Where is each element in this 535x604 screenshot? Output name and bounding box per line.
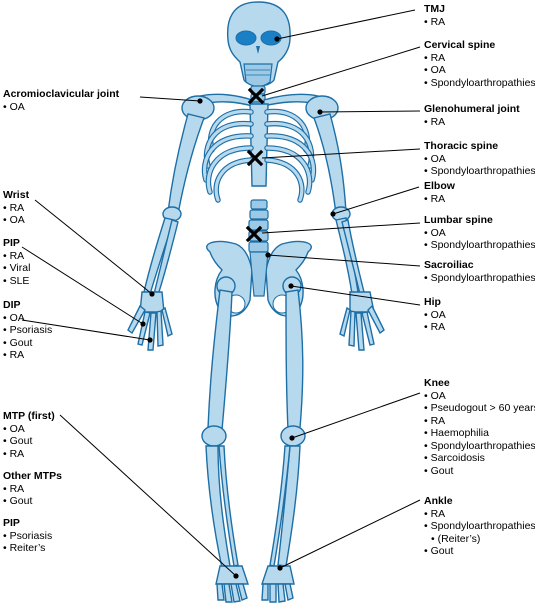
list-item: Spondyloarthropathies	[424, 77, 535, 90]
label-pip-foot: PIP Psoriasis Reiter’s	[3, 517, 52, 555]
list-item: Spondyloarthropathies	[424, 440, 535, 453]
list-item: RA	[3, 202, 29, 215]
list-item: Gout	[424, 465, 535, 478]
list-item: Spondyloarthropathies	[424, 165, 535, 178]
list-item: Psoriasis	[3, 324, 53, 337]
list-item: OA	[424, 153, 535, 166]
list-item: Sarcoidosis	[424, 452, 535, 465]
skull	[226, 1, 291, 88]
label-dip: DIP OA Psoriasis Gout RA	[3, 299, 52, 362]
list-item: Pseudogout > 60 years	[424, 402, 535, 415]
arms	[143, 113, 365, 296]
list-item: RA	[3, 250, 30, 263]
label-knee: Knee OA Pseudogout > 60 years RA Haemoph…	[424, 377, 535, 477]
label-sacroiliac: Sacroiliac Spondyloarthropathies	[424, 259, 535, 284]
list-item: OA	[3, 101, 119, 114]
list-item: Viral	[3, 262, 31, 275]
list-item: OA	[424, 227, 535, 240]
list-item: Spondyloarthropathies	[424, 520, 535, 533]
right-foot	[261, 565, 295, 603]
list-item: (Reiter’s)	[424, 533, 535, 546]
label-cervical-spine: Cervical spine RA OA Spondyloarthropathi…	[424, 39, 535, 89]
list-item: Spondyloarthropathies	[424, 272, 535, 285]
list-item: RA	[424, 508, 535, 521]
list-item: SLE	[3, 275, 30, 288]
list-item: Gout	[424, 545, 535, 558]
list-item: Spondyloarthropathies	[424, 239, 535, 252]
list-item: OA	[424, 64, 535, 77]
label-acromioclavicular-joint: Acromioclavicular joint OA	[3, 88, 119, 113]
list-item: RA	[424, 321, 446, 334]
right-hand	[339, 291, 385, 351]
label-pip-hand: PIP RA Viral SLE	[3, 237, 30, 287]
list-item: OA	[424, 390, 535, 403]
label-mtp-first: MTP (first) OA Gout RA	[3, 410, 55, 460]
lumbar-x-marker	[245, 225, 263, 243]
label-hip: Hip OA RA	[424, 296, 446, 334]
list-item: OA	[424, 309, 446, 322]
list-item: OA	[3, 214, 29, 227]
label-other-mtps: Other MTPs RA Gout	[3, 470, 62, 508]
thoracic-x-marker	[246, 149, 264, 167]
list-item: Psoriasis	[3, 530, 53, 543]
label-glenohumeral-joint: Glenohumeral joint RA	[424, 103, 520, 128]
list-item: Gout	[3, 495, 62, 508]
cervical-x-marker	[247, 87, 265, 105]
label-wrist: Wrist RA OA	[3, 189, 29, 227]
list-item: RA	[3, 448, 55, 461]
label-lumbar-spine: Lumbar spine OA Spondyloarthropathies	[424, 214, 535, 252]
list-item: RA	[424, 52, 535, 65]
list-item: Gout	[3, 337, 52, 350]
label-tmj: TMJ RA	[424, 3, 445, 28]
list-item: RA	[424, 116, 520, 129]
list-item: RA	[424, 16, 446, 29]
list-item: RA	[424, 415, 535, 428]
label-thoracic-spine: Thoracic spine OA Spondyloarthropathies	[424, 140, 535, 178]
list-item: Reiter’s	[3, 542, 52, 555]
list-item: Haemophilia	[424, 427, 535, 440]
left-foot	[215, 565, 249, 603]
label-ankle: Ankle RA Spondyloarthropathies (Reiter’s…	[424, 495, 535, 558]
legs	[201, 276, 306, 569]
list-item: OA	[3, 423, 55, 436]
ribcage	[201, 103, 317, 203]
left-hand	[127, 291, 173, 351]
list-item: OA	[3, 312, 52, 325]
list-item: Gout	[3, 435, 55, 448]
list-item: RA	[3, 349, 52, 362]
list-item: RA	[424, 193, 455, 206]
list-item: RA	[3, 483, 62, 496]
left-orbit	[235, 30, 257, 46]
leader-lines	[21, 9, 421, 579]
label-elbow: Elbow RA	[424, 180, 455, 205]
